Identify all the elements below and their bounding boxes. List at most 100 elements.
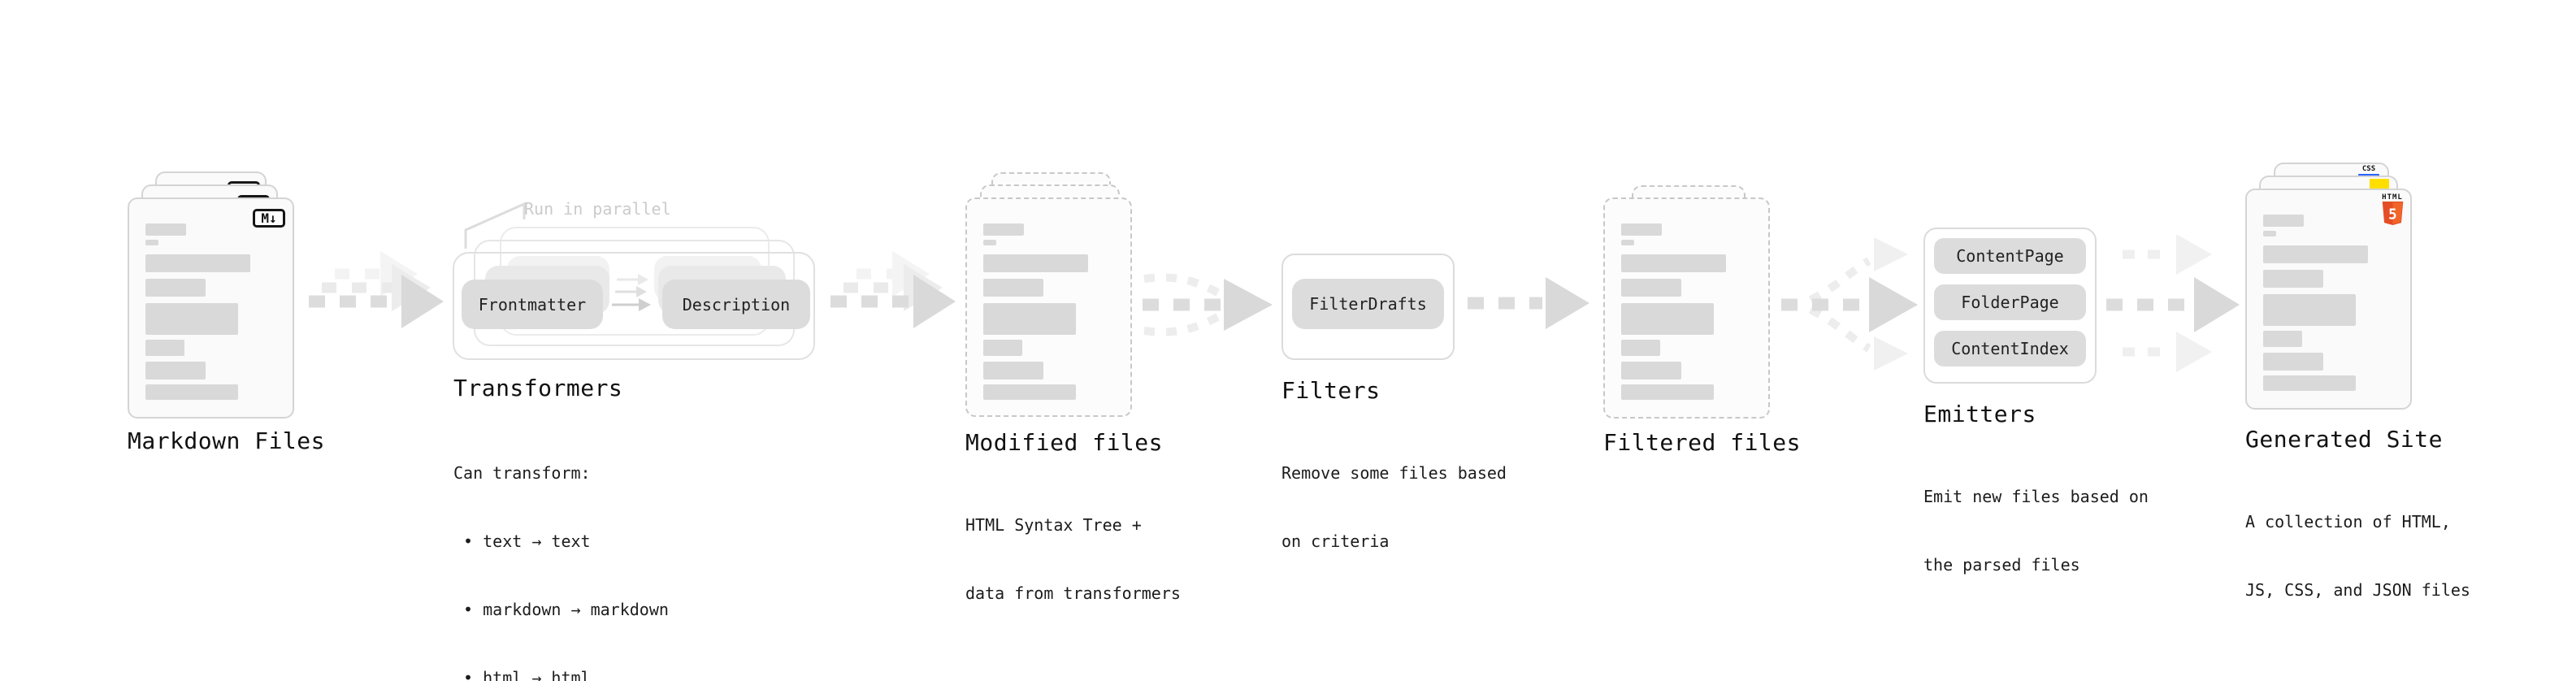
skeleton-text-line [1621,254,1726,272]
html5-icon: HTML 5 [2380,193,2405,228]
skeleton-text-line [2263,331,2303,347]
skeleton-document [1621,223,1752,400]
desc-line: • text → text [453,531,591,551]
skeleton-text-line [983,303,1077,335]
contentindex-chip: ContentIndex [1934,331,2086,367]
node-desc-emitters: Emit new files based on the parsed files [1923,440,2149,622]
arrow-filtered-to-emitters [1781,237,1918,371]
desc-line: HTML Syntax Tree + [965,515,1142,535]
desc-line: Remove some files based [1281,463,1507,483]
arrow-emitters-to-site [2106,234,2240,372]
arrow-head [1874,237,1908,271]
svg-text:5: 5 [2388,207,2397,223]
skeleton-document [983,223,1114,400]
skeleton-text-line [2263,245,2368,263]
description-chip: Description [662,280,810,329]
skeleton-text-line [983,362,1044,380]
node-desc-modified-files: HTML Syntax Tree + data from transformer… [965,468,1181,650]
desc-line: • html → html [453,668,591,681]
skeleton-text-line [983,254,1088,272]
arrow-head [2176,332,2212,372]
skeleton-text-line [145,340,185,356]
skeleton-text-line [145,240,159,245]
node-desc-filters: Remove some files based on criteria [1281,416,1507,598]
css-badge-text: CSS [2361,165,2376,173]
skeleton-document [145,223,276,400]
run-in-parallel-annotation: Run in parallel [524,199,671,219]
mini-arrow-head [636,286,647,297]
node-label-transformers: Transformers [453,375,623,401]
desc-line: data from transformers [965,583,1181,603]
arrow-head [1869,277,1918,332]
skeleton-text-line [2263,215,2304,227]
skeleton-text-line [2263,294,2357,326]
html5-shield: 5 [2382,202,2403,225]
skeleton-text-line [983,240,997,245]
skeleton-text-line [2263,375,2357,391]
node-label-markdown-files: Markdown Files [128,427,326,454]
skeleton-text-line [2263,270,2324,288]
skeleton-text-line [1621,279,1682,297]
skeleton-text-line [145,303,239,335]
folderpage-chip: FolderPage [1934,284,2086,320]
skeleton-text-line [1621,223,1662,236]
desc-line: • markdown → markdown [453,600,669,619]
desc-line: on criteria [1281,531,1390,551]
node-label-filters: Filters [1281,377,1381,404]
file-card-front [965,197,1132,417]
arrow-head [2176,234,2212,275]
skeleton-text-line [145,279,206,297]
transformer-mini-arrows [612,274,651,311]
mini-arrow-head [638,274,648,285]
converge-curve-bottom [1143,307,1231,336]
skeleton-text-line [1621,240,1635,245]
skeleton-text-line [145,384,239,400]
node-desc-generated-site: A collection of HTML, JS, CSS, and JSON … [2245,465,2470,647]
node-desc-transformers: Can transform: • text → text • markdown … [453,416,669,681]
diverge-curve-top [1808,257,1871,304]
skeleton-text-line [1621,303,1715,335]
skeleton-text-line [1621,362,1682,380]
converge-curve-top [1143,273,1231,302]
node-label-modified-files: Modified files [965,429,1164,456]
arrow-modified-to-filters [1143,273,1273,336]
skeleton-text-line [1621,384,1715,400]
node-label-emitters: Emitters [1923,401,2036,427]
arrow-head [913,275,956,328]
node-label-generated-site: Generated Site [2245,426,2444,453]
desc-line: JS, CSS, and JSON files [2245,580,2470,600]
skeleton-text-line [2263,231,2277,236]
arrow-head [1546,277,1589,329]
diverge-curve-bottom [1808,306,1871,353]
skeleton-text-line [983,279,1044,297]
skeleton-text-line [145,254,250,272]
arrow-head [2194,277,2240,332]
markdown-icon: M↓ [253,209,285,228]
arrow-markdown-to-transformers [309,251,444,328]
arrow-head [1874,336,1908,371]
file-card-front: HTML 5 [2245,189,2412,410]
frontmatter-chip: Frontmatter [462,280,603,329]
arrow-head [1224,279,1273,331]
desc-line: Can transform: [453,463,591,483]
skeleton-text-line [983,384,1077,400]
mini-arrow-head [639,298,651,311]
skeleton-text-line [1621,340,1661,356]
file-card-front [1603,197,1770,419]
arrow-filters-to-filtered [1468,277,1589,329]
skeleton-text-line [983,340,1023,356]
html5-badge-text: HTML [2382,193,2403,202]
skeleton-text-line [145,362,206,380]
filterdrafts-chip: FilterDrafts [1292,279,1444,329]
desc-line: Emit new files based on [1923,487,2149,506]
skeleton-document [2263,215,2394,391]
skeleton-text-line [145,223,186,236]
skeleton-text-line [2263,353,2324,371]
arrow-transformers-to-modified [830,251,956,328]
node-label-filtered-files: Filtered files [1603,429,1802,456]
run-in-parallel-connector [464,202,526,249]
js-icon [2370,179,2389,189]
desc-line: the parsed files [1923,555,2080,575]
contentpage-chip: ContentPage [1934,238,2086,274]
